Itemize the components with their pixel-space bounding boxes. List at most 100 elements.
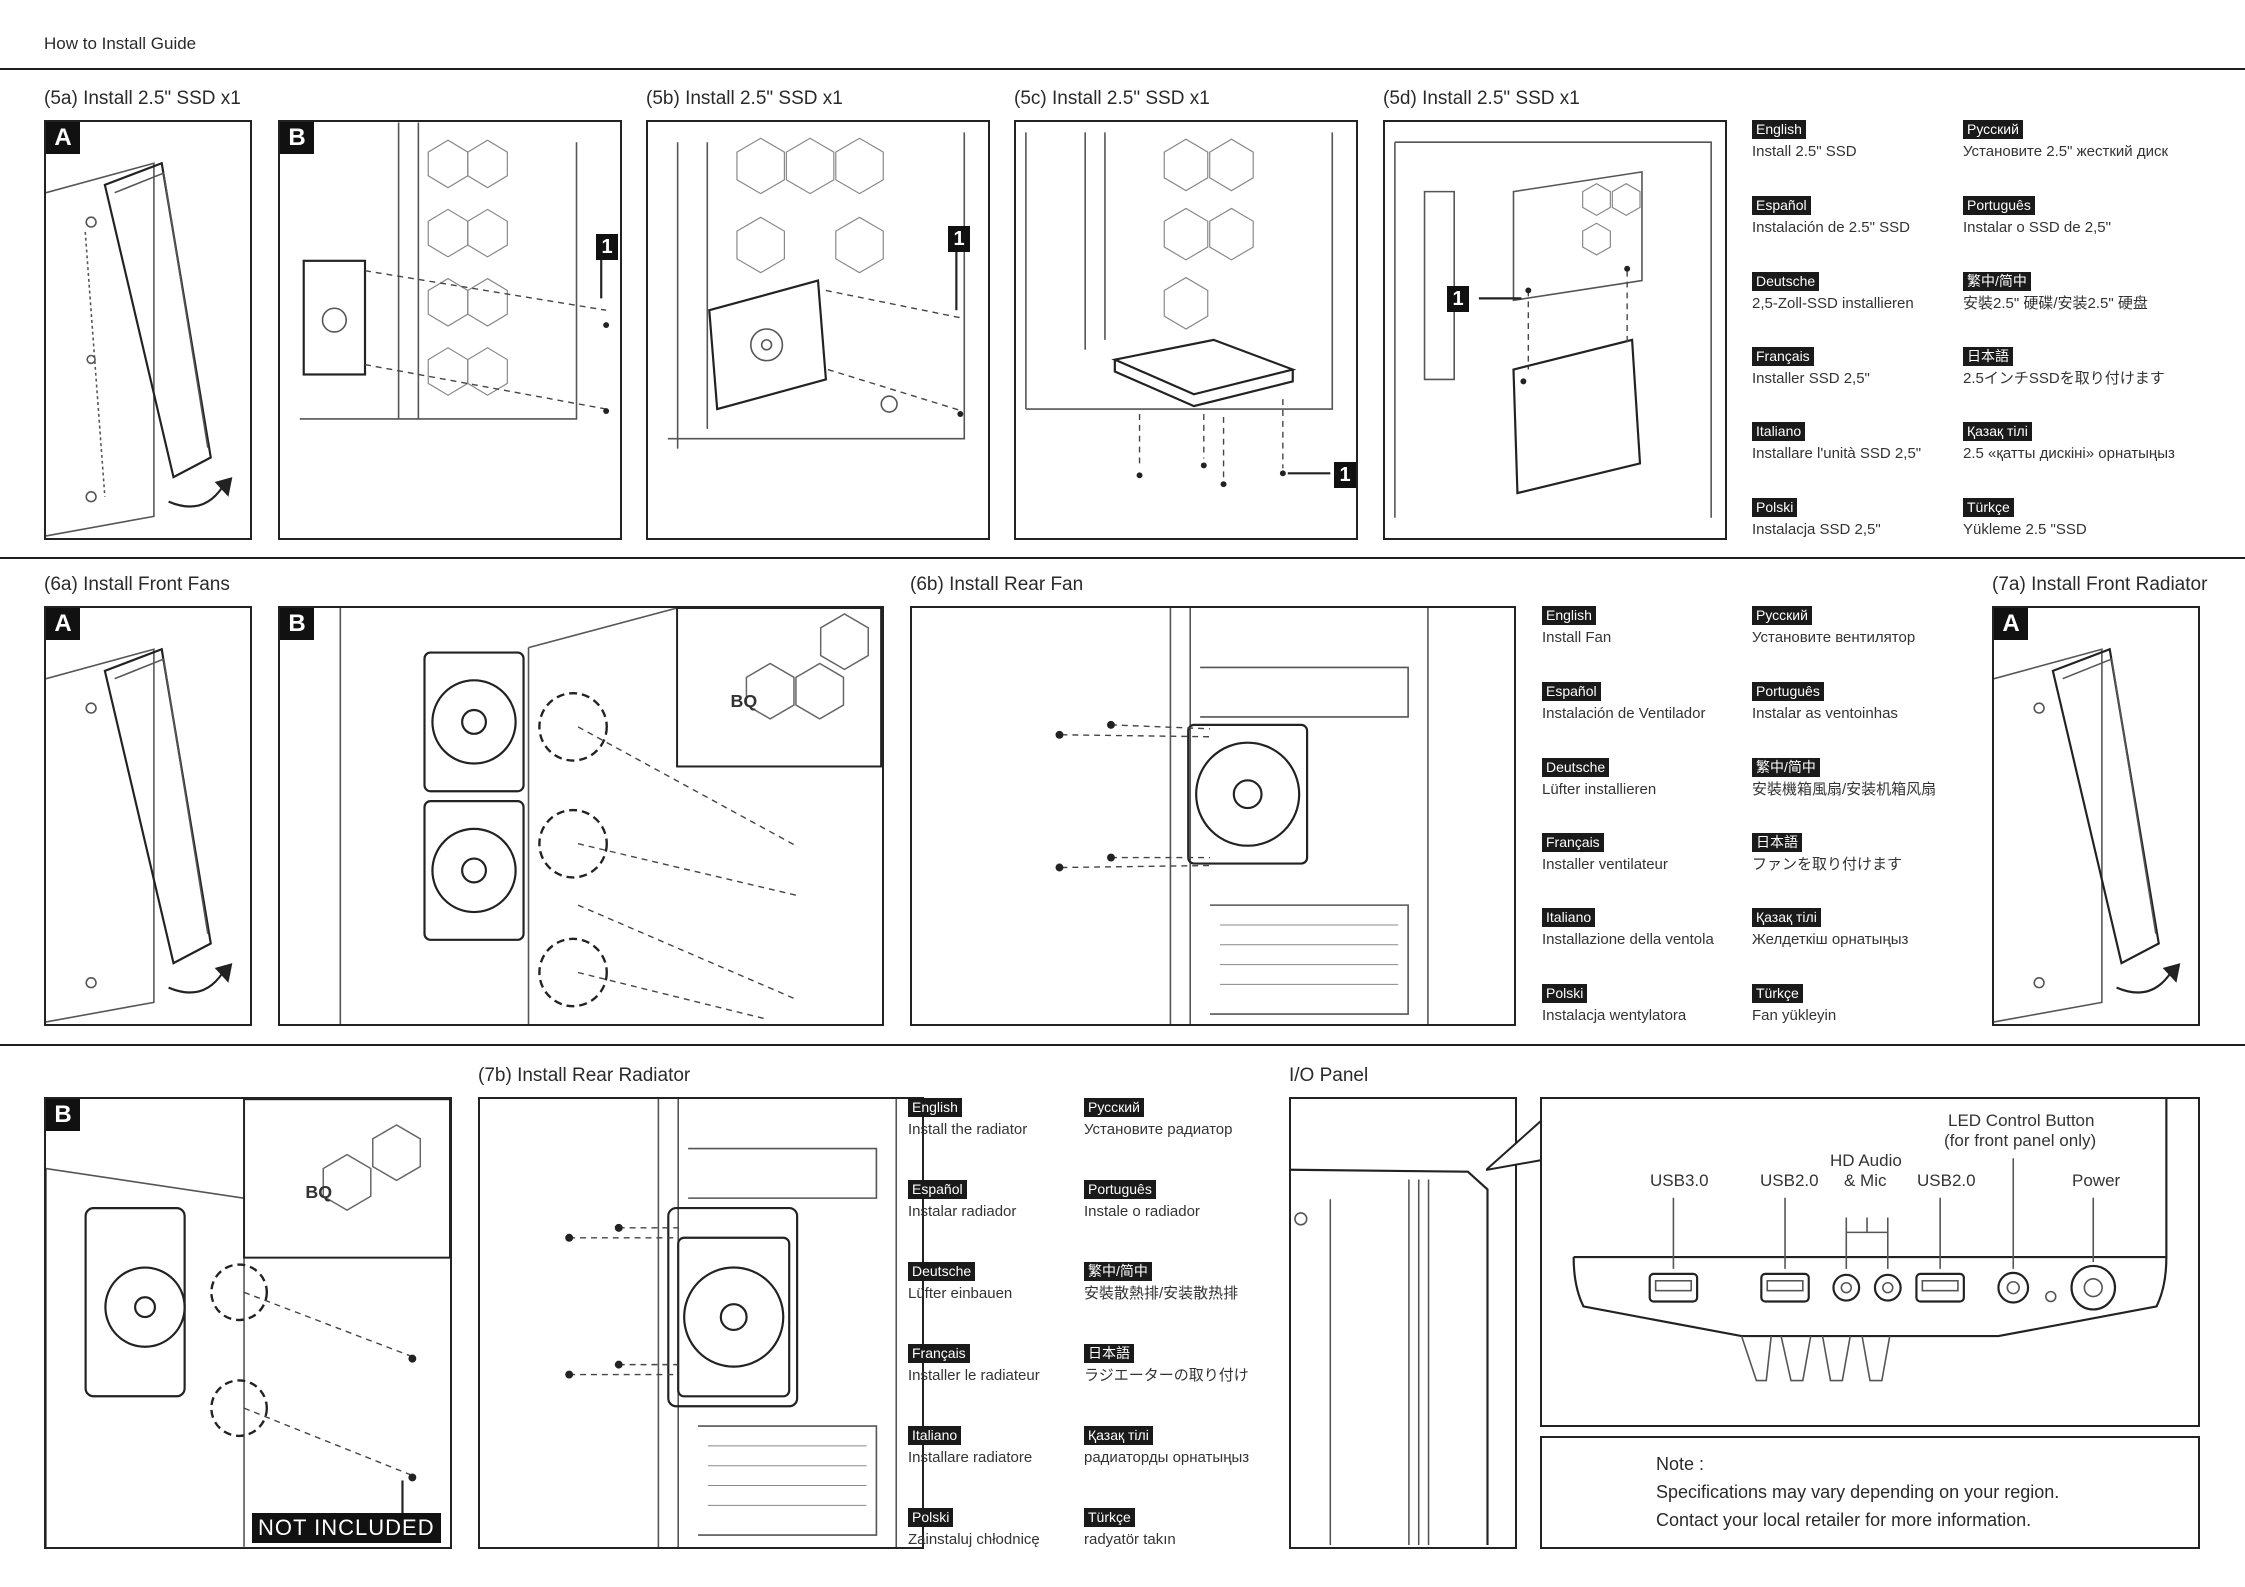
io-side-illustration xyxy=(1291,1168,1489,1546)
panel-7a-front-radiator-mount: B BQ NOT INCLUDED xyxy=(44,1097,452,1549)
section-title-5d: (5d) Install 2.5" SSD x1 xyxy=(1383,88,1580,109)
rear-fan-illustration xyxy=(1055,608,1429,1024)
panel-5a-ssd-mount: B 1 xyxy=(278,120,622,540)
page-title: How to Install Guide xyxy=(44,34,197,53)
panel-5a-front-panel-removal: A xyxy=(44,120,252,540)
step-badge-a: A xyxy=(46,122,80,154)
svg-text:BQ: BQ xyxy=(305,1182,332,1202)
io-label-power: Power xyxy=(2072,1171,2121,1190)
front-panel-illustration xyxy=(46,161,233,537)
io-label-usb20-left: USB2.0 xyxy=(1760,1171,1819,1190)
step-badge-b: B xyxy=(46,1099,80,1131)
io-label-usb30: USB3.0 xyxy=(1650,1171,1709,1190)
step-badge-b: B xyxy=(280,122,314,154)
note-title: Note : xyxy=(1656,1454,1705,1474)
panel-io-front: USB3.0 USB2.0 HD Audio & Mic USB2.0 LED … xyxy=(1540,1097,2200,1427)
io-label-mic: & Mic xyxy=(1844,1171,1887,1190)
section-title-5a: (5a) Install 2.5" SSD x1 xyxy=(44,88,241,109)
lang-item: 日本語ラジエーターの取り付け xyxy=(1084,1344,1249,1384)
front-panel-illustration xyxy=(1994,647,2181,1023)
panel-5d-ssd-side-mount: 1 xyxy=(1383,120,1727,540)
note-line-1: Specifications may vary depending on you… xyxy=(1656,1482,2060,1502)
io-label-led-button: LED Control Button xyxy=(1948,1111,2095,1130)
section-title-7a: (7a) Install Front Radiator xyxy=(1992,574,2208,595)
step-badge-a: A xyxy=(46,608,80,640)
section-title-6b: (6b) Install Rear Fan xyxy=(910,574,1084,595)
callout-1: 1 xyxy=(1447,286,1469,312)
ssd-side-illustration xyxy=(1394,141,1712,518)
step-badge-a: A xyxy=(1994,608,2028,640)
lang-item: 繁中/简中安裝2.5" 硬碟/安装2.5" 硬盘 xyxy=(1963,272,2148,312)
lang-item: 繁中/简中安裝散熱排/安装散热排 xyxy=(1084,1262,1239,1302)
io-label-led-note: (for front panel only) xyxy=(1944,1131,2097,1150)
callout-1: 1 xyxy=(596,234,618,260)
section-title-6a: (6a) Install Front Fans xyxy=(44,574,230,595)
step-badge-b: B xyxy=(280,608,314,640)
divider-row2 xyxy=(0,1044,2245,1046)
section-title-5b: (5b) Install 2.5" SSD x1 xyxy=(646,88,843,109)
panel-5b-ssd-mount: 1 xyxy=(646,120,990,540)
front-panel-illustration xyxy=(46,647,233,1023)
front-radiator-illustration: BQ xyxy=(46,1099,450,1547)
lang-item: 繁中/简中安裝機箱風扇/安装机箱风扇 xyxy=(1752,758,1937,798)
panel-7b-rear-radiator-mount xyxy=(478,1097,924,1549)
lang-item: 日本語ファンを取り付けます xyxy=(1752,833,1903,873)
ssd-mount-illustration-5b xyxy=(667,132,966,449)
svg-text:BQ: BQ xyxy=(731,691,758,711)
panel-5c-ssd-floor-mount: 1 xyxy=(1014,120,1358,540)
ssd-floor-illustration xyxy=(1025,132,1334,488)
section-title-5c: (5c) Install 2.5" SSD x1 xyxy=(1014,88,1210,109)
panel-io-side-view xyxy=(1289,1097,1517,1549)
note-box: Note : Specifications may vary depending… xyxy=(1540,1436,2200,1549)
io-front-illustration xyxy=(1572,1099,2168,1382)
io-label-usb20-right: USB2.0 xyxy=(1917,1171,1976,1190)
divider-row1 xyxy=(0,557,2245,559)
callout-1: 1 xyxy=(1334,462,1356,488)
panel-6a-front-panel-removal: A xyxy=(44,606,252,1026)
panel-7a-front-panel-removal: A xyxy=(1992,606,2200,1026)
section-title-7b: (7b) Install Rear Radiator xyxy=(478,1065,691,1086)
rear-radiator-illustration xyxy=(565,1099,898,1547)
panel-6b-rear-fan-mount xyxy=(910,606,1516,1026)
section-title-io: I/O Panel xyxy=(1289,1065,1369,1086)
note-line-2: Contact your local retailer for more inf… xyxy=(1656,1510,2032,1530)
io-label-hd-audio: HD Audio xyxy=(1830,1151,1902,1170)
panel-6a-front-fans-mount: B BQ xyxy=(278,606,884,1026)
io-callout-pointer xyxy=(1486,1117,1543,1172)
ssd-mount-illustration xyxy=(299,122,610,420)
divider-top xyxy=(0,68,2245,70)
not-included-label: NOT INCLUDED xyxy=(252,1513,441,1543)
callout-1: 1 xyxy=(948,226,970,252)
